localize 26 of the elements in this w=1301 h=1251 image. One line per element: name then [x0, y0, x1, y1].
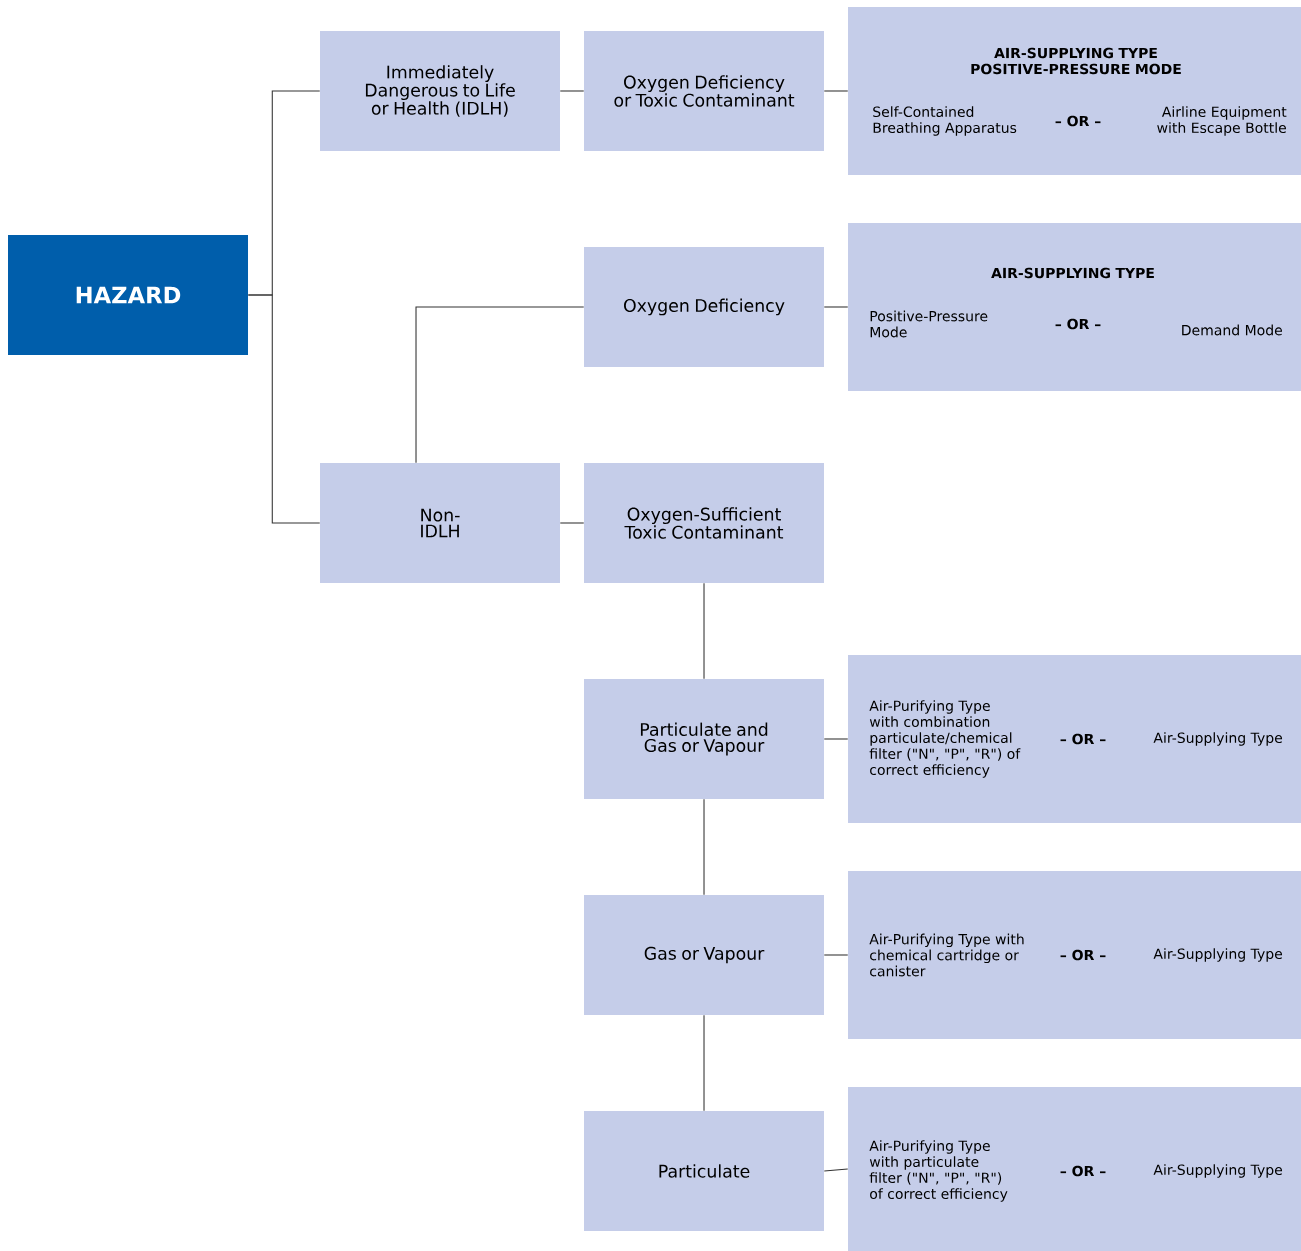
connector-line: [703, 582, 705, 680]
connector-line: [823, 1168, 849, 1172]
respirator-box: Air-Purifying Type with particulate filter ("N", "P", "R") of correct efficiency – OR – Air-Supplying Type: [848, 1087, 1301, 1251]
hazard-box: HAZARD: [8, 235, 248, 355]
connector-line: [559, 90, 585, 92]
category-box: Immediately Dangerous to Life or Health (IDLH): [320, 31, 560, 151]
connector-line: [823, 90, 849, 92]
category-box: Non- IDLH: [320, 463, 560, 583]
respirator-box: AIR-SUPPLYING TYPE POSITIVE-PRESSURE MODE Self-Contained Breathing Apparatus – OR – Airline Equipment with Escape Bottle: [848, 7, 1301, 175]
connector-line: [823, 954, 849, 956]
connector-line: [415, 306, 585, 464]
connector-line: [247, 294, 321, 524]
respirator-box: Air-Purifying Type with combination particulate/chemical filter ("N", "P", "R") of correct efficiency – OR – Air-Supplying Type: [848, 655, 1301, 823]
respirator-box: AIR-SUPPLYING TYPE Positive-Pressure Mode – OR – Demand Mode: [848, 223, 1301, 391]
category-box: Oxygen Deficiency: [584, 247, 824, 367]
category-box: Gas or Vapour: [584, 895, 824, 1015]
connector-line: [703, 798, 705, 896]
connector-line: [703, 1014, 705, 1112]
connector-line: [559, 522, 585, 524]
connector-line: [823, 306, 849, 308]
category-box: Particulate and Gas or Vapour: [584, 679, 824, 799]
connector-line: [823, 738, 849, 740]
category-box: Particulate: [584, 1111, 824, 1231]
category-box: Oxygen Deficiency or Toxic Contaminant: [584, 31, 824, 151]
respirator-box: Air-Purifying Type with chemical cartridge or canister – OR – Air-Supplying Type: [848, 871, 1301, 1039]
category-box: Oxygen-Sufficient Toxic Contaminant: [584, 463, 824, 583]
